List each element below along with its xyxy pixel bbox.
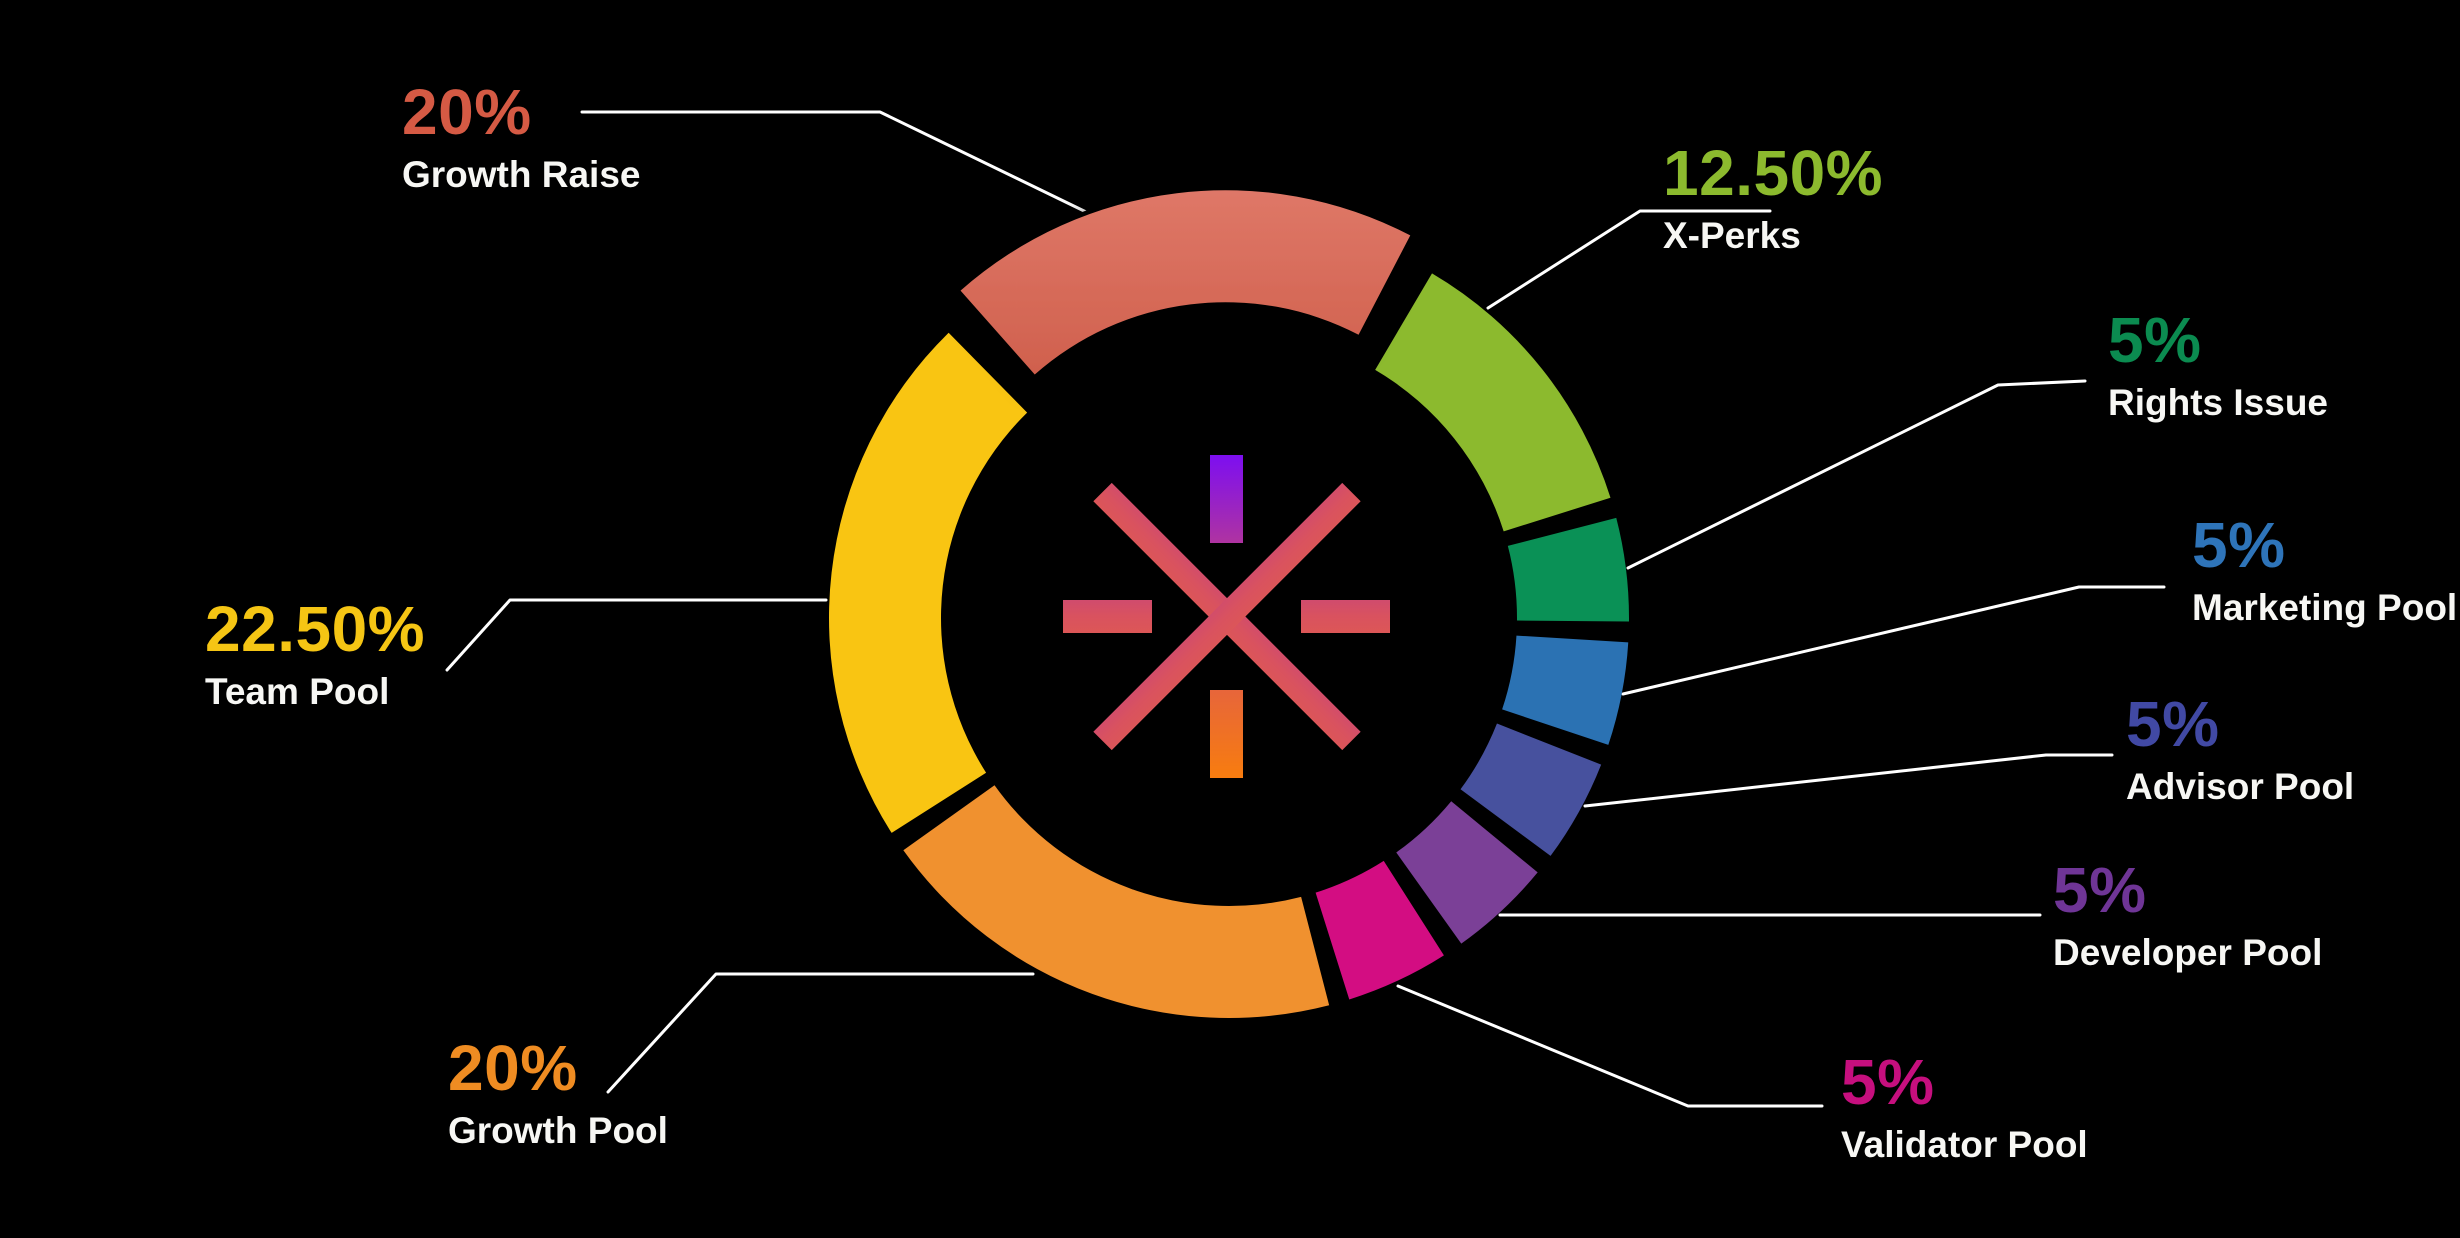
label-pct-team-pool: 22.50% (205, 593, 426, 665)
label-pct-marketing-pool: 5% (2192, 509, 2286, 581)
label-name-developer-pool: Developer Pool (2053, 932, 2323, 973)
label-name-rights-issue: Rights Issue (2108, 382, 2328, 423)
label-pct-rights-issue: 5% (2108, 304, 2202, 376)
logo-left-bar (1063, 600, 1152, 633)
label-pct-x-perks: 12.50% (1663, 137, 1884, 209)
label-name-advisor-pool: Advisor Pool (2126, 766, 2355, 807)
leader-line-advisor-pool (1583, 753, 2114, 808)
label-validator-pool: 5%Validator Pool (1841, 1050, 2088, 1165)
label-marketing-pool: 5%Marketing Pool (2192, 513, 2457, 628)
leader-line-marketing-pool (1621, 585, 2166, 696)
label-pct-advisor-pool: 5% (2126, 688, 2220, 760)
segment-marketing-pool (1502, 635, 1629, 745)
donut-segments (829, 185, 1629, 1018)
leader-line-rights-issue (1626, 379, 2087, 570)
label-name-marketing-pool: Marketing Pool (2192, 587, 2458, 628)
label-advisor-pool: 5%Advisor Pool (2126, 692, 2354, 807)
logo-right-bar (1301, 600, 1390, 633)
leader-line-growth-pool (606, 972, 1035, 1094)
label-developer-pool: 5%Developer Pool (2053, 858, 2322, 973)
label-growth-pool: 20%Growth Pool (448, 1036, 668, 1151)
label-pct-developer-pool: 5% (2053, 854, 2147, 926)
label-name-growth-raise: Growth Raise (402, 154, 641, 195)
segment-developer-pool (1396, 801, 1538, 944)
logo-diagonal-2 (1093, 482, 1361, 751)
label-growth-raise: 20%Growth Raise (402, 80, 641, 195)
label-team-pool: 22.50%Team Pool (205, 597, 425, 712)
segment-x-perks (1375, 273, 1611, 532)
segment-rights-issue (1507, 517, 1629, 622)
logo-top-bar (1210, 455, 1243, 543)
label-pct-growth-raise: 20% (402, 76, 532, 148)
center-logo (1063, 455, 1390, 778)
segment-team-pool (829, 332, 1028, 833)
segment-advisor-pool (1460, 723, 1602, 856)
leader-line-team-pool (445, 598, 828, 672)
label-name-x-perks: X-Perks (1663, 215, 1801, 256)
leader-lines (445, 110, 2166, 1108)
leader-line-validator-pool (1396, 984, 1824, 1108)
leader-line-x-perks (1486, 209, 1772, 310)
label-name-growth-pool: Growth Pool (448, 1110, 668, 1151)
segment-growth-pool (903, 785, 1330, 1018)
label-rights-issue: 5%Rights Issue (2108, 308, 2328, 423)
label-pct-growth-pool: 20% (448, 1032, 578, 1104)
leader-line-growth-raise (580, 110, 1117, 228)
label-name-validator-pool: Validator Pool (1841, 1124, 2088, 1165)
logo-bottom-bar (1210, 690, 1243, 778)
label-x-perks: 12.50%X-Perks (1663, 141, 1883, 256)
segment-validator-pool (1315, 860, 1444, 1000)
label-pct-validator-pool: 5% (1841, 1046, 1935, 1118)
label-name-team-pool: Team Pool (205, 671, 390, 712)
segment-growth-raise (954, 185, 1417, 381)
